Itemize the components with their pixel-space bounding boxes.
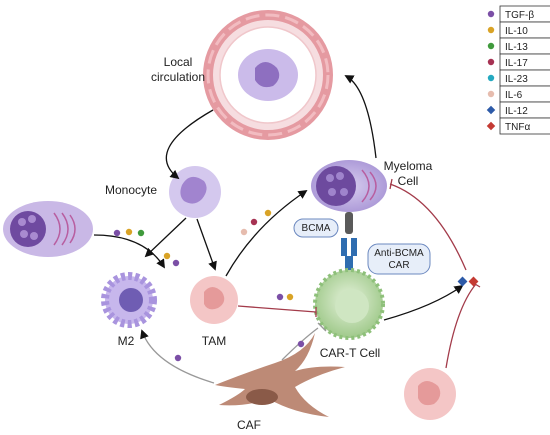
anti-bcma-label-line2: CAR <box>388 260 409 271</box>
legend-item: IL-13 <box>487 37 550 55</box>
inflammatory-cell <box>404 368 456 420</box>
bcma-label-box: BCMA <box>293 218 339 238</box>
myeloma-label-1: Myeloma <box>384 159 433 173</box>
legend-item: TGF-β <box>487 5 550 23</box>
legend-label: IL-13 <box>505 42 528 53</box>
legend-marker <box>487 42 495 50</box>
legend-marker <box>487 74 495 82</box>
legend-marker <box>487 10 495 18</box>
legend-item: IL-6 <box>487 85 550 103</box>
tam-cell <box>190 276 238 324</box>
m2-macrophage <box>101 272 157 328</box>
legend-label: IL-6 <box>505 90 523 101</box>
monocyte-label: Monocyte <box>105 183 157 197</box>
legend-label: IL-23 <box>505 74 528 85</box>
caf-cell <box>215 333 345 417</box>
legend-label: TNFα <box>505 122 530 133</box>
legend-item: IL-17 <box>487 53 550 71</box>
legend-marker <box>486 121 496 131</box>
anti-bcma-label-line1: Anti-BCMA <box>374 248 424 259</box>
cart-label: CAR-T Cell <box>320 346 380 360</box>
anti-bcma-label-box: Anti-BCMA CAR <box>367 243 431 275</box>
legend-label: TGF-β <box>505 10 534 21</box>
caf-label: CAF <box>237 418 261 432</box>
local-circulation-label-2: circulation <box>151 70 205 84</box>
myeloma-cell <box>311 160 387 212</box>
blood-vessel <box>203 10 333 140</box>
legend-item: IL-10 <box>487 21 550 39</box>
arrows <box>93 75 481 384</box>
cytokine-markers <box>113 209 479 362</box>
m2-label: M2 <box>118 334 135 348</box>
plasma-cell-left <box>3 201 93 257</box>
local-circulation-label-1: Local <box>164 55 193 69</box>
legend-marker <box>487 90 495 98</box>
legend-item: IL-12 <box>486 101 550 119</box>
bcma-label: BCMA <box>302 223 331 234</box>
legend-marker <box>487 58 495 66</box>
legend-label: IL-10 <box>505 26 528 37</box>
car-t-cell <box>313 268 385 340</box>
legend-box <box>499 117 550 135</box>
tam-label: TAM <box>202 334 226 348</box>
labels: Local circulation Monocyte Myeloma Cell … <box>105 55 433 432</box>
legend-marker <box>486 105 496 115</box>
myeloma-label-2: Cell <box>398 174 419 188</box>
legend-label: IL-17 <box>505 58 528 69</box>
monocyte-cell <box>169 166 221 218</box>
legend-marker <box>487 26 495 34</box>
bcma-car-receptor <box>341 212 357 270</box>
legend-item: IL-23 <box>487 69 550 87</box>
legend-label: IL-12 <box>505 106 528 117</box>
legend-item: TNFα <box>486 117 550 135</box>
